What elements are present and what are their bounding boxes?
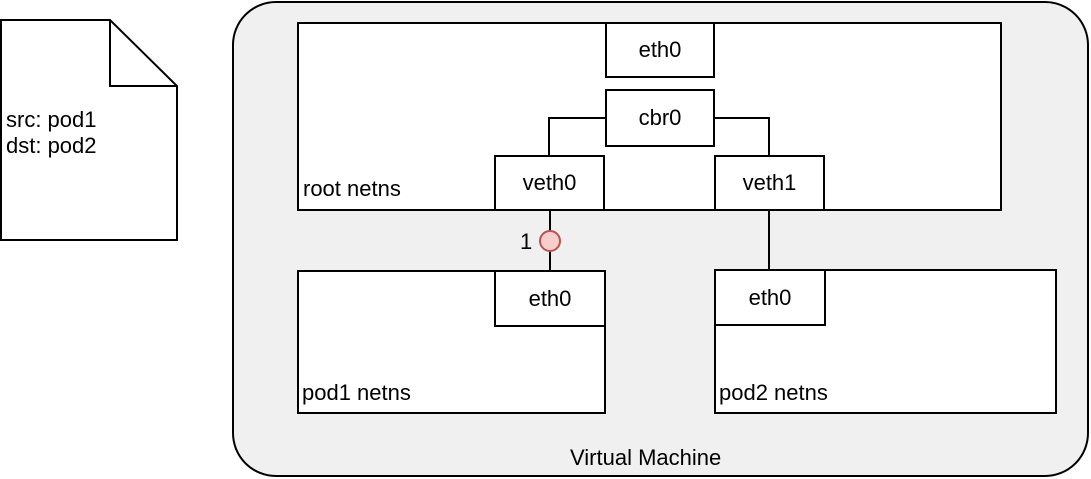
- packet-dst-line: dst: pod2: [6, 133, 97, 158]
- packet-header-text: src: pod1 dst: pod2: [6, 107, 97, 159]
- bridge-to-veth1-vertical: [768, 117, 770, 155]
- packet-src-line: src: pod1: [6, 107, 97, 132]
- bridge-to-veth0-horizontal: [549, 117, 606, 119]
- pod1-eth0: eth0: [494, 270, 606, 327]
- bridge-cbr0: cbr0: [605, 89, 715, 147]
- veth0: veth0: [494, 155, 605, 211]
- pod2-netns-label: pod2 netns: [719, 380, 828, 405]
- pod2-eth0: eth0: [714, 269, 826, 326]
- veth1: veth1: [714, 155, 825, 211]
- virtual-machine-label: Virtual Machine: [570, 445, 722, 470]
- step-1-marker: [539, 230, 561, 252]
- bridge-to-veth1-horizontal: [714, 117, 770, 119]
- step-1-number: 1: [520, 229, 533, 254]
- veth1-to-pod2-link: [768, 211, 770, 270]
- root-eth0: eth0: [605, 22, 715, 78]
- bridge-to-veth0-vertical: [548, 117, 550, 155]
- root-netns-label: root netns: [303, 176, 401, 201]
- document-icon: [0, 19, 178, 241]
- pod1-netns-label: pod1 netns: [302, 380, 411, 405]
